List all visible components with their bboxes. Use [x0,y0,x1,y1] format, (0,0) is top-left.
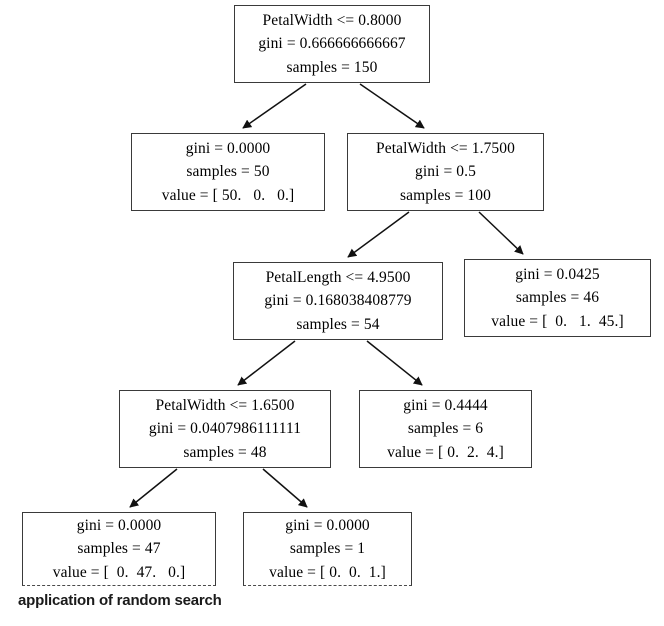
tree-node-petallength-495[interactable]: PetalLength <= 4.9500 gini = 0.168038408… [233,262,443,340]
edge-n0-n2 [359,83,425,129]
tree-node-leaf-versicolor-47[interactable]: gini = 0.0000 samples = 47 value = [ 0. … [22,512,216,586]
edge-n5-n8 [262,468,308,508]
node-gini: gini = 0.0000 [285,516,370,534]
node-gini: gini = 0.168038408779 [264,292,412,310]
node-value: value = [ 50. 0. 0.] [161,186,295,204]
node-value: value = [ 0. 1. 45.] [491,312,624,330]
figure-caption: application of random search [18,592,222,609]
node-samples: samples = 50 [186,163,270,181]
tree-node-leaf-virginica-46[interactable]: gini = 0.0425 samples = 46 value = [ 0. … [464,259,651,337]
node-samples: samples = 46 [515,289,600,307]
node-gini: gini = 0.0425 [515,265,600,283]
edge-n2-n4 [478,211,524,255]
node-value: value = [ 0. 0. 1.] [269,563,386,581]
node-value: value = [ 0. 47. 0.] [52,563,186,581]
node-gini: gini = 0.0407986111111 [148,420,302,438]
edge-n3-n5 [237,340,296,386]
node-samples: samples = 150 [286,58,378,76]
node-samples: samples = 47 [77,540,161,558]
edge-n3-n6 [366,340,423,386]
tree-node-petalwidth-175[interactable]: PetalWidth <= 1.7500 gini = 0.5 samples … [347,133,544,211]
node-condition: PetalWidth <= 1.6500 [155,396,295,414]
node-gini: gini = 0.666666666667 [258,35,406,53]
node-condition: PetalLength <= 4.9500 [265,268,411,286]
node-gini: gini = 0.4444 [403,396,488,414]
node-samples: samples = 6 [407,420,484,438]
tree-node-leaf-virginica-1[interactable]: gini = 0.0000 samples = 1 value = [ 0. 0… [243,512,412,586]
edge-n5-n7 [129,468,178,508]
node-gini: gini = 0.0000 [185,139,271,157]
node-gini: gini = 0.5 [415,163,476,181]
node-gini: gini = 0.0000 [76,516,162,534]
edge-n2-n3 [347,211,410,258]
tree-node-leaf-mixed-6[interactable]: gini = 0.4444 samples = 6 value = [ 0. 2… [359,390,532,468]
node-condition: PetalWidth <= 1.7500 [376,139,515,157]
node-value: value = [ 0. 2. 4.] [387,443,504,461]
node-condition: PetalWidth <= 0.8000 [262,11,402,29]
tree-node-leaf-setosa[interactable]: gini = 0.0000 samples = 50 value = [ 50.… [131,133,325,211]
tree-node-petalwidth-165[interactable]: PetalWidth <= 1.6500 gini = 0.0407986111… [119,390,331,468]
node-samples: samples = 54 [296,315,380,333]
node-samples: samples = 48 [183,443,267,461]
node-samples: samples = 1 [289,540,366,558]
node-samples: samples = 100 [400,186,491,204]
tree-node-root[interactable]: PetalWidth <= 0.8000 gini = 0.6666666666… [234,5,430,83]
edge-n0-n1 [242,83,307,129]
